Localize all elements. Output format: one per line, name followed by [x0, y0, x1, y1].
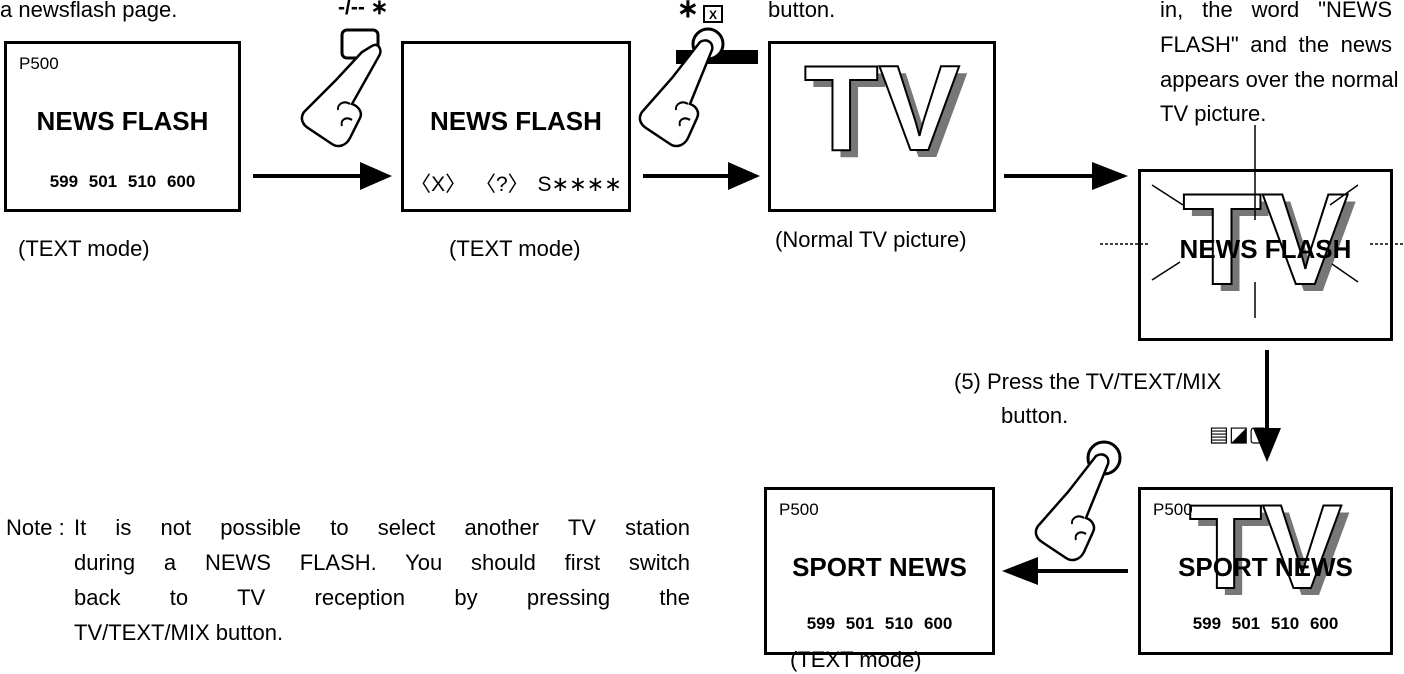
arrow-1 — [253, 162, 392, 190]
screen-title: SPORT NEWS — [1178, 552, 1353, 582]
top-text-right-2: FLASH" and the news — [1160, 32, 1392, 57]
screen-text-mode-2: NEWS FLASH 〈X〉 〈?〉 S∗∗∗∗ — [401, 41, 631, 212]
screen-text-mode-sport: P500 SPORT NEWS 599 501 510 600 — [764, 487, 995, 655]
screen-title: NEWS FLASH — [430, 106, 602, 136]
note-label: Note : — [6, 515, 65, 540]
hand-pressing-button-2: X — [638, 5, 758, 148]
tv-logo: TV — [803, 39, 961, 177]
screen-title: SPORT NEWS — [792, 552, 967, 582]
arrow-5 — [1002, 557, 1128, 585]
page-numbers: 599 501 510 600 — [806, 614, 953, 633]
arrow-4 — [1253, 350, 1281, 462]
page-number: P500 — [779, 500, 819, 519]
note-line-2: during a NEWS FLASH. You should first sw… — [74, 550, 690, 575]
arrow-2 — [643, 162, 760, 190]
caption-screen-6: (TEXT mode) — [790, 647, 922, 672]
button-symbol-first: -/-- ∗ — [338, 0, 389, 19]
button-symbol-second: ∗ — [677, 0, 699, 23]
screen-tv-newsflash: TV NEWS FLASH — [1138, 165, 1393, 341]
page-number: P500 — [19, 54, 59, 73]
screen-title: NEWS FLASH — [36, 106, 209, 136]
note-line-3: back to TV reception by pressing the — [74, 585, 690, 610]
screen-text-mode-1: P500 NEWS FLASH 599 501 510 600 — [4, 41, 241, 212]
page-number: P500 — [1153, 500, 1193, 519]
screen-title: NEWS FLASH — [1179, 234, 1352, 264]
top-text-right-1: in, the word "NEWS — [1160, 0, 1392, 22]
reveal-codes: 〈X〉 〈?〉 S∗∗∗∗ — [410, 173, 622, 196]
hand-pressing-button-1 — [300, 28, 382, 148]
step5-line2: button. — [1001, 403, 1069, 428]
svg-text:X: X — [709, 8, 717, 22]
top-text-right-4: TV picture. — [1160, 101, 1267, 126]
note-line-4: TV/TEXT/MIX button. — [74, 620, 284, 645]
hand-pressing-button-3 — [1034, 440, 1122, 562]
screen-normal-tv: TV — [768, 39, 996, 212]
caption-screen-3: (Normal TV picture) — [775, 227, 967, 252]
top-text-left: a newsflash page. — [0, 0, 178, 22]
step5-line1: (5) Press the TV/TEXT/MIX — [954, 369, 1222, 394]
caption-screen-2: (TEXT mode) — [449, 236, 581, 261]
screen-tv-sportnews: TV P500 SPORT NEWS 599 501 510 600 — [1138, 479, 1393, 655]
top-text-right-3: appears over the normal — [1160, 67, 1399, 92]
tv-logo: TV — [1188, 479, 1343, 615]
page-numbers: 599 501 510 600 — [1192, 614, 1339, 633]
note-line-1: It is not possible to select another TV … — [74, 515, 690, 540]
tv-logo: TV — [1181, 165, 1349, 313]
caption-screen-1: (TEXT mode) — [18, 236, 150, 261]
top-text-middle: button. — [768, 0, 836, 22]
page-numbers: 599 501 510 600 — [49, 172, 196, 191]
arrow-3 — [1004, 162, 1128, 190]
newsflash-glow-lines — [1100, 125, 1404, 318]
